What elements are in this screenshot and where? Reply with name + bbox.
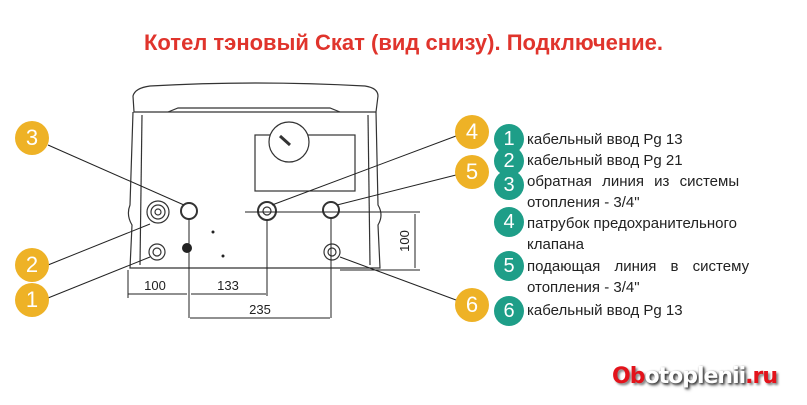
cable-entry-2 bbox=[146, 200, 170, 224]
leader-4 bbox=[271, 135, 457, 206]
callout-6: 6 bbox=[455, 288, 489, 322]
cable-entry-6 bbox=[323, 243, 341, 261]
callout-1: 1 bbox=[15, 283, 49, 317]
dim-total: 235 bbox=[249, 302, 271, 317]
legend-item-6: кабельный ввод Pg 13 bbox=[527, 302, 683, 319]
supply-line-5 bbox=[322, 201, 340, 219]
return-line-3 bbox=[180, 202, 198, 220]
callout-4: 4 bbox=[455, 115, 489, 149]
dim-height: 100 bbox=[397, 230, 412, 252]
dim-middle: 133 bbox=[217, 278, 239, 293]
leader-2 bbox=[47, 223, 151, 266]
legend-badge-4: 4 bbox=[494, 207, 524, 237]
legend-item-1: кабельный ввод Pg 13 bbox=[527, 131, 683, 148]
cable-entry-1 bbox=[148, 243, 166, 261]
boiler-top-cover bbox=[132, 82, 379, 113]
page-title: Котел тэновый Скат (вид снизу). Подключе… bbox=[143, 30, 663, 55]
legend-item-2: кабельный ввод Pg 21 bbox=[527, 152, 683, 169]
site-logo: Obotoplenii.ru bbox=[612, 364, 778, 389]
legend-badge-6: 6 bbox=[494, 296, 524, 326]
leader-5 bbox=[336, 174, 457, 206]
callout-5: 5 bbox=[455, 155, 489, 189]
boiler-body bbox=[127, 111, 382, 269]
callout-3: 3 bbox=[15, 121, 49, 155]
callout-2: 2 bbox=[15, 248, 49, 282]
legend-badge-5: 5 bbox=[494, 251, 524, 281]
leader-3 bbox=[47, 144, 185, 206]
leader-1 bbox=[47, 256, 151, 299]
dim-left: 100 bbox=[144, 278, 166, 293]
legend-badge-3: 3 bbox=[494, 170, 524, 200]
leader-6 bbox=[339, 256, 457, 301]
pressure-gauge bbox=[268, 121, 310, 163]
